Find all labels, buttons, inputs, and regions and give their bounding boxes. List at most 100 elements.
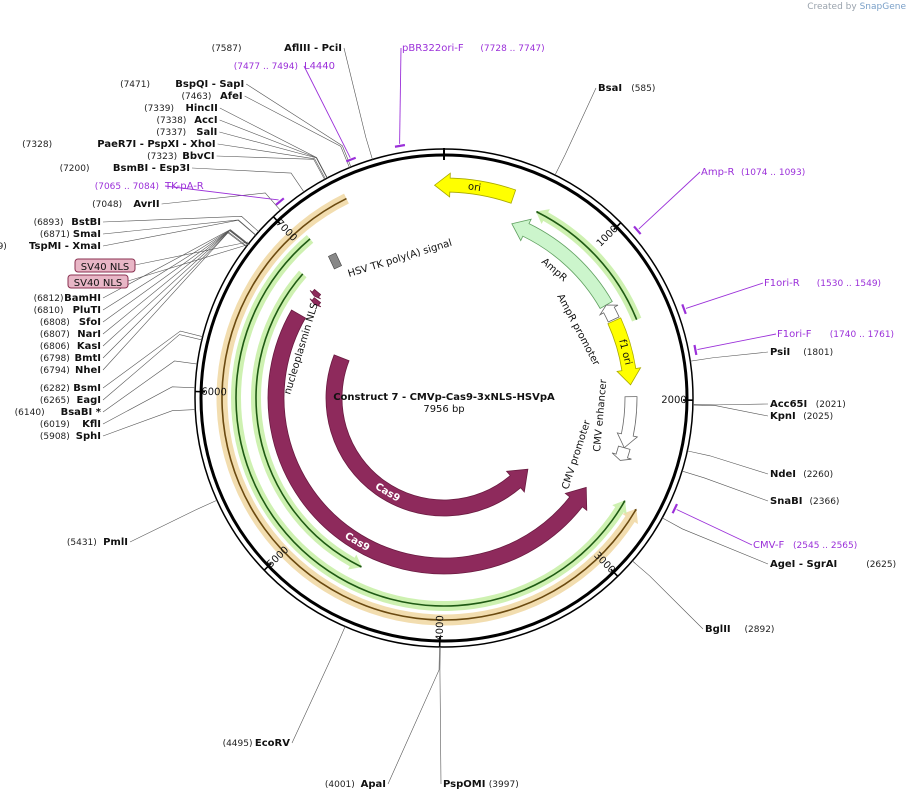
primer[interactable]: F1ori-F(1740 .. 1761) xyxy=(693,329,894,356)
tick-label: 2000 xyxy=(661,395,687,406)
sv40-nls-label-2: SV40 NLS xyxy=(74,278,123,289)
restriction-site[interactable]: PaeR7I - PspXI - XhoI(7328) xyxy=(22,139,326,180)
primer-name: pBR322ori-F xyxy=(402,43,464,54)
site-position: (7339) xyxy=(144,104,174,114)
site-position: (7048) xyxy=(92,200,122,210)
primer-name: CMV-F xyxy=(753,540,784,551)
site-position: (6869) xyxy=(0,242,7,252)
primer-name: Amp-R xyxy=(701,167,735,178)
restriction-site[interactable]: EagI(6265) xyxy=(40,334,202,406)
site-name: PspOMI xyxy=(443,779,485,790)
site-name: AgeI - SgrAI xyxy=(770,559,837,570)
sv40-nls-box-2[interactable] xyxy=(67,274,129,289)
site-position: (6794) xyxy=(40,366,70,376)
feature-glow xyxy=(251,270,362,570)
restriction-site[interactable]: HincII (7339) xyxy=(144,103,328,179)
primer-leader xyxy=(399,47,402,144)
restriction-site[interactable]: BsmI(6282) xyxy=(40,330,203,394)
primer[interactable]: Amp-R(1074 .. 1093) xyxy=(633,167,805,235)
site-name: AvrII xyxy=(133,199,159,210)
primer-mark xyxy=(693,344,698,356)
restriction-site[interactable]: BsmBI - Esp3I(7200) xyxy=(60,163,305,193)
restriction-site[interactable]: SnaBI(2366) xyxy=(681,470,840,507)
primer-position: (2545 .. 2565) xyxy=(793,541,857,551)
site-position: (7338) xyxy=(156,116,186,126)
site-leader xyxy=(387,646,440,785)
site-name: PluTI xyxy=(73,305,101,316)
primer-mark xyxy=(681,304,687,315)
site-leader xyxy=(102,330,203,389)
primer[interactable]: TK-pA-R (7065 .. 7084) xyxy=(95,181,285,206)
feature-cmv-enhancer[interactable] xyxy=(616,396,639,449)
primer[interactable]: pBR322ori-F(7728 .. 7747) xyxy=(394,43,545,148)
site-leader xyxy=(687,450,769,475)
primer-mark xyxy=(275,197,285,206)
primer-name: TK-pA-R xyxy=(164,181,204,192)
site-name: BmtI xyxy=(74,353,101,364)
feature-cmv-promoter[interactable] xyxy=(611,445,632,461)
restriction-site[interactable]: BsaBI *(6140) xyxy=(15,360,198,418)
site-position: (7323) xyxy=(147,152,177,162)
site-name: PsiI xyxy=(770,347,790,358)
restriction-site[interactable]: KpnI(2025) xyxy=(692,404,833,422)
primer-position: (7065 .. 7084) xyxy=(95,182,159,192)
feature-green-inner[interactable] xyxy=(251,270,362,570)
site-name: BsmI xyxy=(73,383,101,394)
restriction-site[interactable]: NdeI(2260) xyxy=(687,450,833,480)
feature-arrow xyxy=(433,172,517,204)
site-position: (1801) xyxy=(803,348,833,358)
restriction-site[interactable]: SphI(5908) xyxy=(40,409,196,442)
site-position: (3997) xyxy=(489,780,519,790)
primer[interactable]: CMV-F (2545 .. 2565) xyxy=(671,503,858,551)
feature-nls-1[interactable] xyxy=(309,297,322,308)
primer-name: F1ori-R xyxy=(764,278,800,289)
feature-f1-ori[interactable]: f1 ori xyxy=(607,317,642,386)
feature-green-upper[interactable] xyxy=(535,209,642,322)
primer-leader xyxy=(638,171,701,230)
restriction-site[interactable]: NheI(6794) xyxy=(40,232,247,376)
restriction-site[interactable]: SmaI(6871) xyxy=(40,219,257,240)
site-leader xyxy=(690,351,769,362)
feature-arrow xyxy=(607,317,642,386)
restriction-site[interactable]: ApaI(4001) xyxy=(325,646,440,790)
primer[interactable]: L4440(7477 .. 7494) xyxy=(234,61,357,163)
restriction-site[interactable]: AgeI - SgrAI(2625) xyxy=(662,517,896,570)
feature-ori[interactable]: ori xyxy=(433,172,517,204)
restriction-site[interactable]: AvrII (7048) xyxy=(92,192,281,211)
site-leader xyxy=(102,219,257,236)
restriction-site[interactable]: BamHI(6812) xyxy=(34,229,249,304)
restriction-site[interactable]: BstBI(6893) xyxy=(34,216,259,232)
feature-ampr-promoter[interactable] xyxy=(598,304,620,323)
restriction-site[interactable]: KflI(6019) xyxy=(40,386,196,430)
feature-nls-2[interactable] xyxy=(309,288,322,300)
site-position: (6798) xyxy=(40,354,70,364)
primer[interactable]: F1ori-R(1530 .. 1549) xyxy=(681,278,881,315)
feature-cas9-inner[interactable]: Cas9 xyxy=(325,354,529,517)
restriction-site[interactable]: BglII(2892) xyxy=(632,560,774,635)
restriction-site[interactable]: BsaI(585) xyxy=(554,83,655,176)
site-name: HincII xyxy=(186,103,218,114)
site-name: KasI xyxy=(77,341,101,352)
restriction-site[interactable]: PspOMI (3997) xyxy=(439,646,519,790)
site-position: (585) xyxy=(631,84,655,94)
primer-name: L4440 xyxy=(304,61,335,72)
site-leader xyxy=(161,192,281,211)
site-position: (6893) xyxy=(34,218,64,228)
sv40-nls-box-1[interactable] xyxy=(74,258,136,273)
primer-position: (1740 .. 1761) xyxy=(830,330,894,340)
site-position: (6282) xyxy=(40,384,70,394)
site-leader xyxy=(219,119,328,179)
restriction-site[interactable]: PmlI(5431) xyxy=(67,500,218,548)
hsv-tk-polya-marker[interactable] xyxy=(328,252,342,270)
restriction-site[interactable]: EcoRV(4495) xyxy=(223,626,346,749)
restriction-site[interactable]: Acc65I(2021) xyxy=(692,399,846,410)
site-leader xyxy=(102,334,202,401)
restriction-site[interactable]: AflIII - PciI(7587) xyxy=(212,43,373,160)
site-position: (2366) xyxy=(810,497,840,507)
restriction-site[interactable]: BbvCI(7323) xyxy=(147,151,325,180)
site-position: (6812) xyxy=(34,294,64,304)
site-leader xyxy=(692,404,769,417)
site-name: BspQI - SapI xyxy=(175,79,244,90)
restriction-site[interactable]: PsiI (1801) xyxy=(690,347,833,362)
